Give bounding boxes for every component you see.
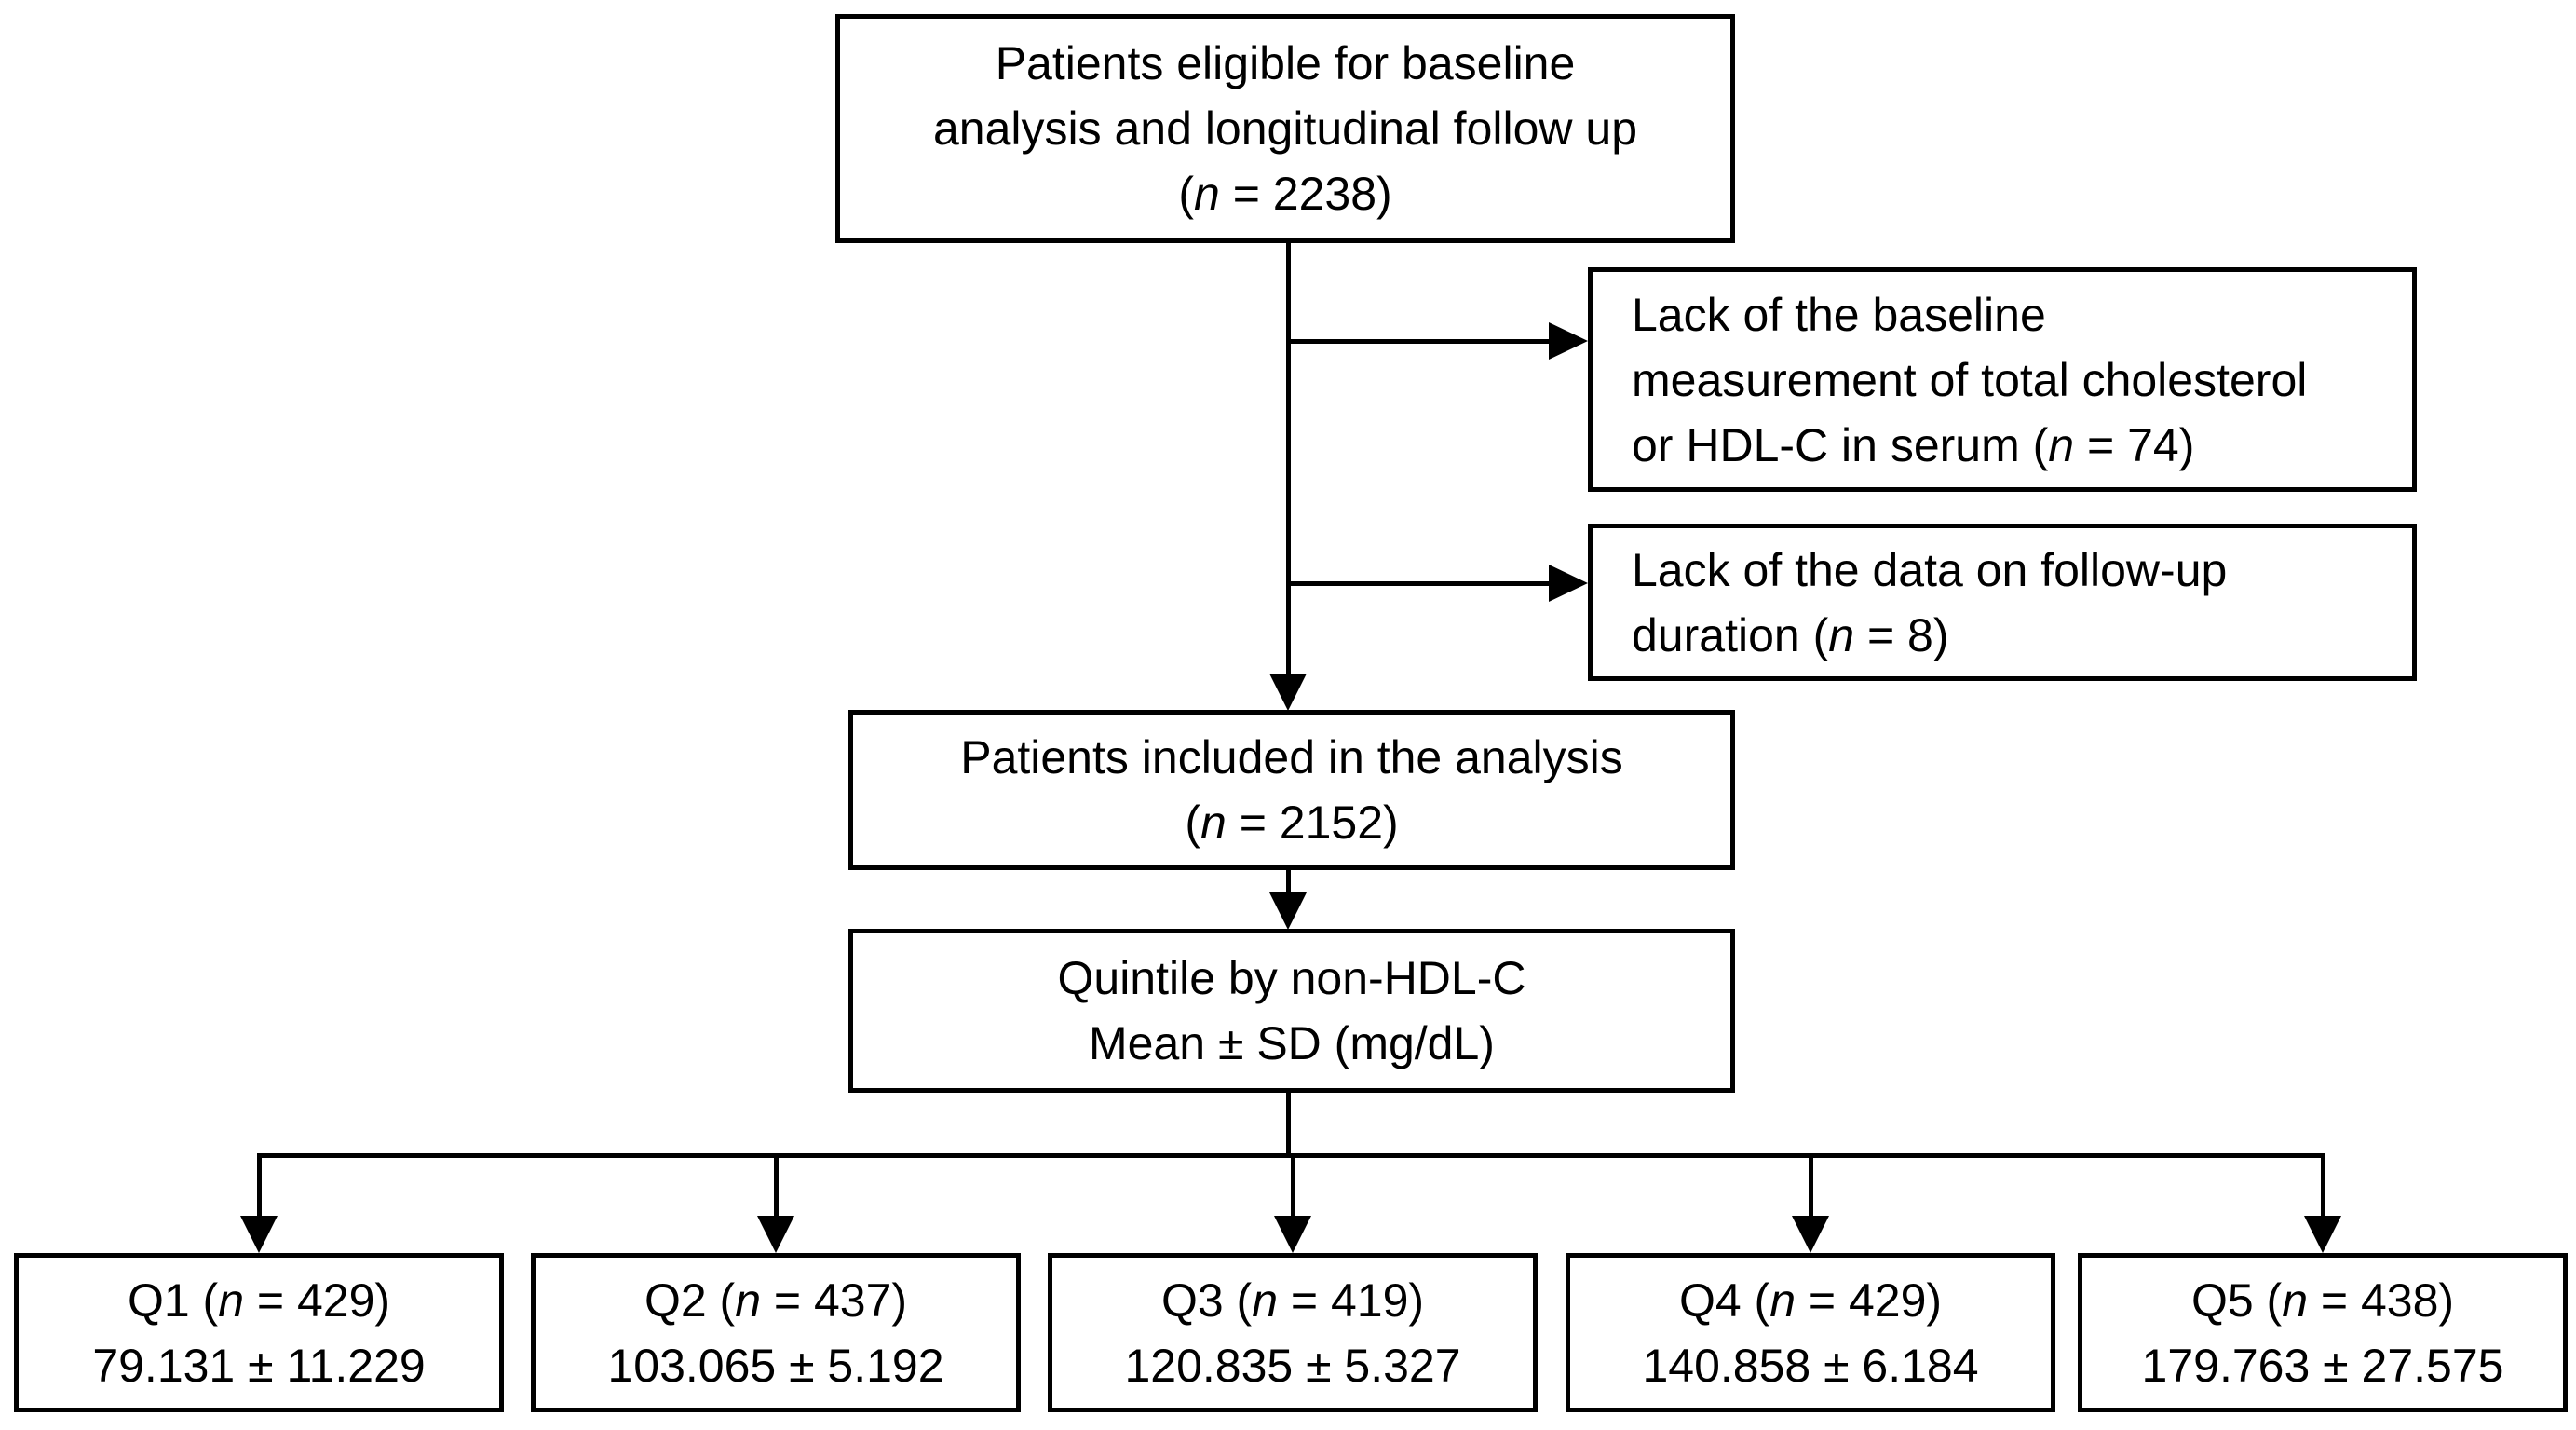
box-patients-eligible: Patients eligible for baseline analysis … (835, 14, 1735, 243)
connector-drop-q1 (257, 1153, 262, 1218)
box-n-count: (n = 2238) (1178, 168, 1392, 220)
box-text-line: Patients included in the analysis (960, 731, 1623, 783)
box-n-count: duration (n = 8) (1632, 608, 1949, 661)
connector-quintile-to-rail (1286, 1093, 1291, 1158)
box-text-line: Mean ± SD (mg/dL) (1089, 1017, 1495, 1069)
box-n-count: (n = 2152) (1185, 797, 1399, 849)
box-exclusion-no-baseline-measurement: Lack of the baseline measurement of tota… (1588, 267, 2417, 492)
quintile-value: 103.065 ± 5.192 (607, 1339, 944, 1392)
arrowhead-right-exclusion1 (1549, 322, 1588, 360)
arrowhead-down-q4 (1792, 1216, 1829, 1253)
quintile-label: Q1 (n = 429) (127, 1273, 391, 1327)
connector-drop-q2 (774, 1153, 779, 1218)
arrowhead-down-q2 (757, 1216, 794, 1253)
box-quintile-q1: Q1 (n = 429) 79.131 ± 11.229 (14, 1253, 504, 1412)
arrowhead-down-included (1269, 674, 1307, 711)
connector-branch-exclusion1 (1286, 339, 1552, 344)
connector-eligible-to-included (1286, 243, 1291, 676)
quintile-value: 120.835 ± 5.327 (1124, 1339, 1461, 1392)
box-quintile-q2: Q2 (n = 437) 103.065 ± 5.192 (531, 1253, 1021, 1412)
box-quintile-q5: Q5 (n = 438) 179.763 ± 27.575 (2078, 1253, 2568, 1412)
quintile-label: Q2 (n = 437) (644, 1273, 908, 1327)
box-quintile-q3: Q3 (n = 419) 120.835 ± 5.327 (1048, 1253, 1538, 1412)
connector-drop-q5 (2321, 1153, 2325, 1218)
box-quintile-q4: Q4 (n = 429) 140.858 ± 6.184 (1566, 1253, 2055, 1412)
arrowhead-right-exclusion2 (1549, 565, 1588, 602)
box-text-line: Lack of the baseline (1632, 288, 2046, 341)
box-n-count: or HDL-C in serum (n = 74) (1632, 418, 2195, 471)
connector-included-to-quintile (1286, 870, 1291, 894)
connector-branch-exclusion2 (1286, 581, 1552, 586)
quintile-label: Q4 (n = 429) (1678, 1273, 1943, 1327)
box-exclusion-no-followup-duration: Lack of the data on follow-up duration (… (1588, 524, 2417, 681)
box-text-line: Patients eligible for baseline (995, 37, 1576, 89)
box-text-line: analysis and longitudinal follow up (932, 102, 1638, 155)
quintile-value: 179.763 ± 27.575 (2141, 1339, 2504, 1392)
quintile-value: 140.858 ± 6.184 (1642, 1339, 1979, 1392)
arrowhead-down-q5 (2304, 1216, 2341, 1253)
quintile-value: 79.131 ± 11.229 (92, 1339, 426, 1392)
quintile-label: Q5 (n = 438) (2190, 1273, 2455, 1327)
quintile-label: Q3 (n = 419) (1160, 1273, 1425, 1327)
box-text-line: measurement of total cholesterol (1632, 353, 2308, 406)
arrowhead-down-q3 (1274, 1216, 1311, 1253)
arrowhead-down-quintile (1269, 892, 1307, 930)
box-text-line: Quintile by non-HDL-C (1057, 952, 1526, 1004)
box-quintile-header: Quintile by non-HDL-C Mean ± SD (mg/dL) (848, 929, 1735, 1093)
connector-drop-q4 (1809, 1153, 1813, 1218)
arrowhead-down-q1 (240, 1216, 278, 1253)
box-text-line: Lack of the data on follow-up (1632, 543, 2228, 596)
box-patients-included: Patients included in the analysis (n = 2… (848, 710, 1735, 870)
connector-drop-q3 (1291, 1153, 1295, 1218)
